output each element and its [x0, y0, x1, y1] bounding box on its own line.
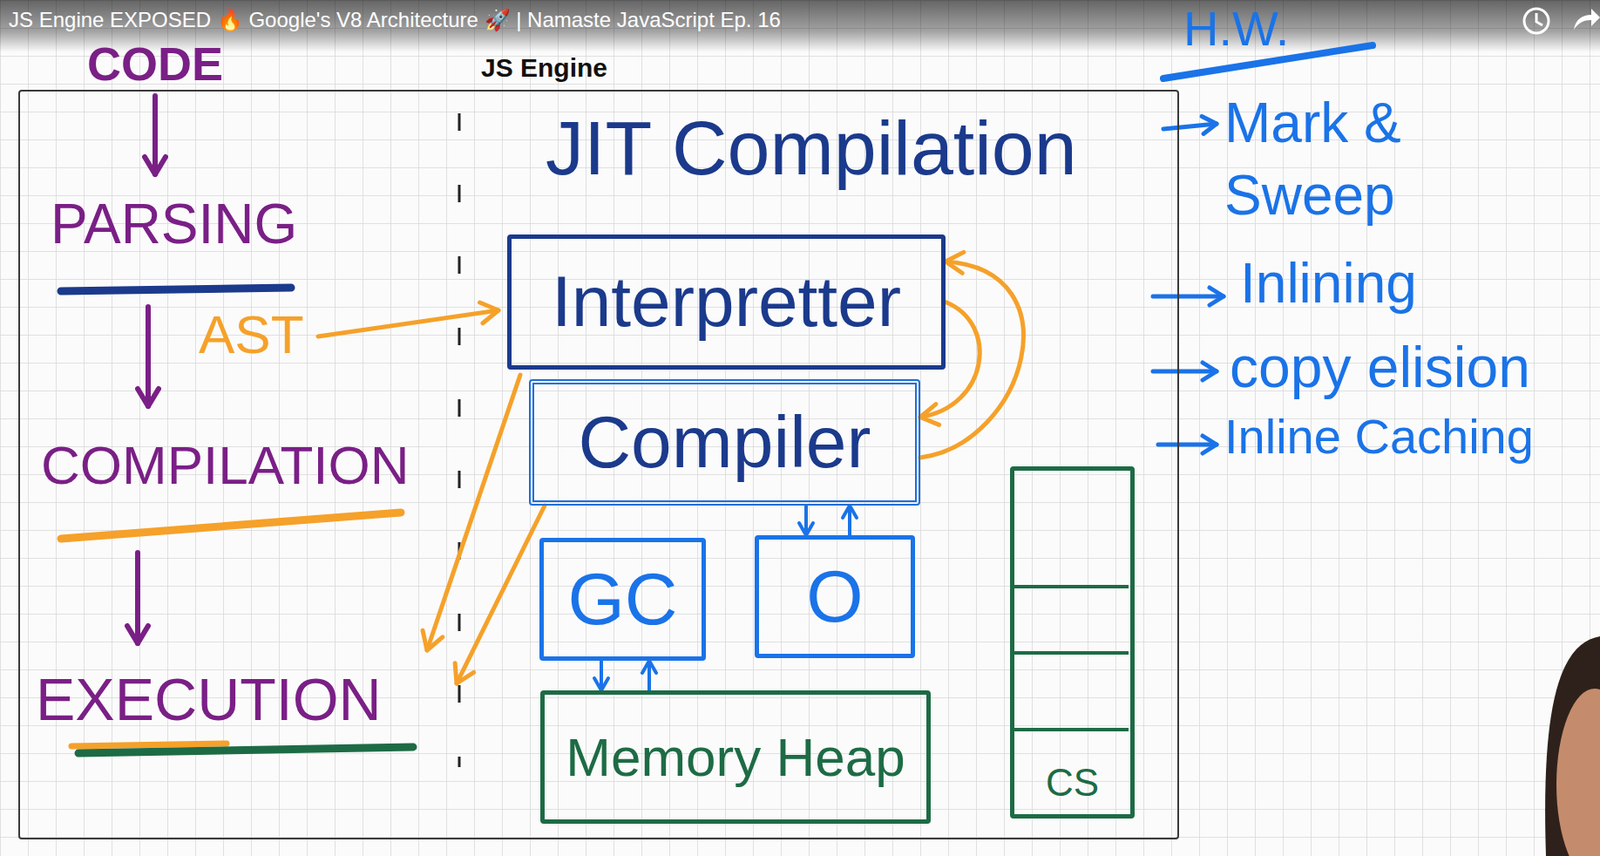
clock-icon — [1536, 13, 1543, 26]
step-label: EXECUTION — [35, 666, 382, 733]
homework-item: Inline Caching — [1224, 409, 1534, 464]
underline — [61, 287, 292, 292]
flow-arrow — [599, 660, 604, 691]
bullet-arrow — [1152, 294, 1224, 299]
stack-frame-lines — [1012, 586, 1129, 730]
underline — [71, 743, 227, 746]
homework-item: Mark & Sweep — [1224, 87, 1486, 232]
box-label: Memory Heap — [565, 725, 905, 788]
box-label: Interpretter — [551, 260, 902, 343]
flow-arrow — [318, 310, 499, 337]
step-label: AST — [198, 305, 305, 365]
step-label: PARSING — [50, 193, 298, 255]
flow-arrow — [920, 302, 980, 418]
gc-box: GC — [539, 537, 706, 661]
memory-heap-box: Memory Heap — [540, 690, 931, 824]
homework-item: copy elision — [1229, 335, 1531, 400]
box-label: O — [806, 554, 863, 639]
box-label: GC — [568, 556, 678, 642]
step-arrow — [152, 95, 158, 175]
flow-arrow — [647, 660, 651, 691]
underline — [61, 512, 401, 539]
box-label: CS — [1045, 760, 1099, 806]
clock-icon — [1524, 8, 1549, 34]
step-arrow — [145, 306, 151, 407]
bullet-arrow — [1152, 369, 1217, 374]
share-icon — [1573, 8, 1600, 30]
bullet-arrow — [1158, 442, 1217, 448]
optimizer-box: O — [754, 535, 916, 658]
flow-arrow — [456, 505, 545, 684]
section-heading: JIT Compilation — [545, 106, 1078, 191]
box-heading: JS Engine — [481, 53, 608, 84]
compiler-box: Compiler — [528, 379, 921, 506]
flow-arrow — [427, 374, 521, 651]
step-label: COMPILATION — [40, 435, 410, 495]
presenter-face — [1556, 688, 1600, 856]
bullet-arrow — [1163, 123, 1217, 129]
video-title: JS Engine EXPOSED 🔥 Google's V8 Architec… — [8, 8, 781, 32]
box-label: Compiler — [577, 400, 871, 485]
step-label: CODE — [87, 38, 224, 90]
underline — [78, 746, 414, 753]
homework-heading: H.W. — [1183, 1, 1289, 56]
homework-item: Inlining — [1240, 252, 1417, 314]
step-arrow — [135, 552, 141, 644]
flow-arrow — [920, 261, 1024, 458]
call-stack-box: CS — [1010, 466, 1135, 819]
flow-arrow — [847, 505, 852, 536]
interpreter-box: Interpretter — [507, 234, 946, 370]
flow-arrow — [804, 505, 808, 536]
divider-line — [458, 113, 462, 767]
